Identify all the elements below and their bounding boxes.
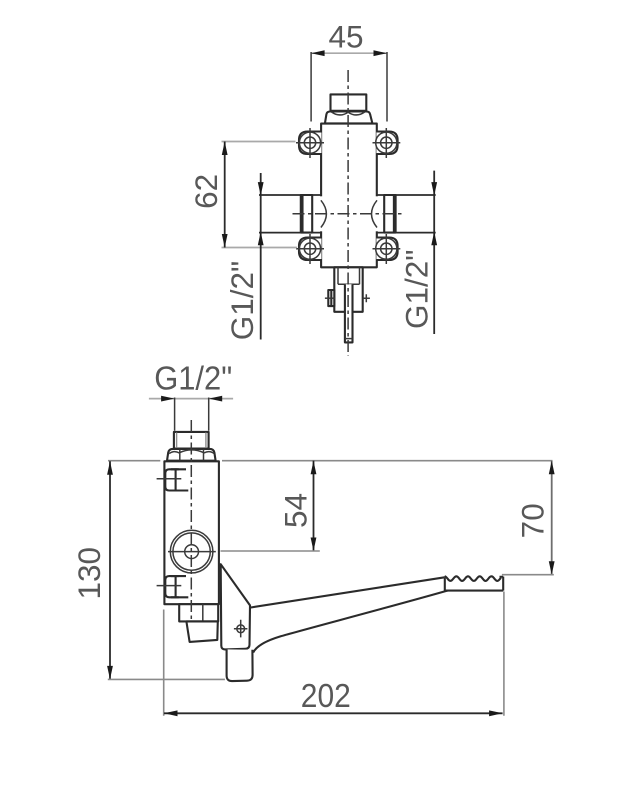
svg-text:70: 70: [514, 503, 550, 538]
svg-text:130: 130: [71, 547, 107, 600]
svg-text:62: 62: [188, 174, 224, 209]
svg-text:45: 45: [328, 19, 363, 55]
svg-text:G1/2": G1/2": [224, 261, 260, 340]
svg-text:202: 202: [301, 678, 351, 715]
svg-text:G1/2": G1/2": [154, 359, 232, 396]
svg-text:54: 54: [277, 493, 313, 528]
svg-text:G1/2": G1/2": [399, 250, 435, 329]
